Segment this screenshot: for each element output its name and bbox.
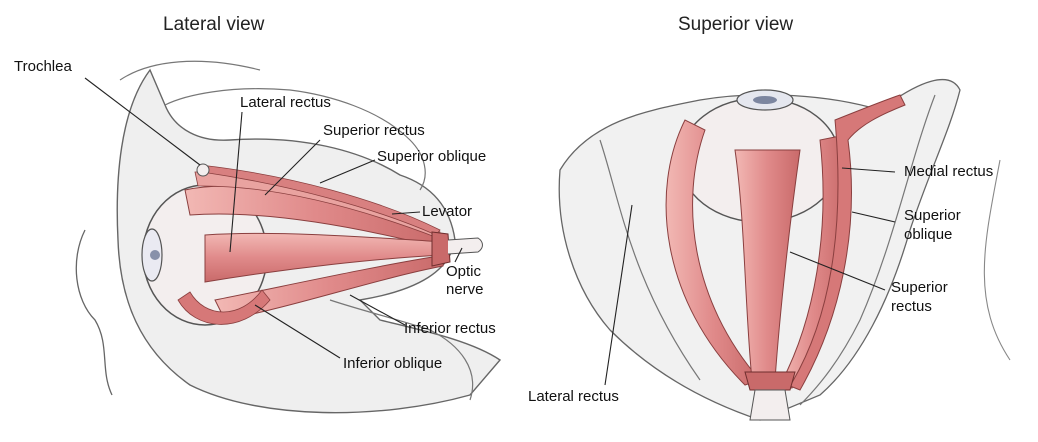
optic-nerve-lateral xyxy=(448,238,483,254)
label-optic-nerve-line2: nerve xyxy=(446,281,484,299)
label-superior-rectus-superior-line1: Superior xyxy=(891,279,948,297)
bone-right-edge xyxy=(984,160,1010,360)
label-optic-nerve-line1: Optic xyxy=(446,263,481,281)
superior-view-title: Superior view xyxy=(678,14,793,36)
skull-outline xyxy=(120,61,260,80)
label-inferior-rectus-lateral: Inferior rectus xyxy=(404,320,496,338)
pupil-lateral xyxy=(150,250,160,260)
annulus-superior xyxy=(745,372,795,390)
annulus-apex xyxy=(432,232,450,266)
label-superior-rectus-superior-line2: rectus xyxy=(891,298,932,316)
label-lateral-rectus-lateral: Lateral rectus xyxy=(240,94,331,112)
lateral-view-title: Lateral view xyxy=(163,14,264,36)
label-lateral-rectus-superior: Lateral rectus xyxy=(528,388,619,406)
superior-view-illustration xyxy=(559,80,1010,420)
label-levator: Levator xyxy=(422,203,472,221)
label-trochlea: Trochlea xyxy=(14,58,72,76)
label-superior-oblique-superior-line2: oblique xyxy=(904,226,952,244)
label-superior-oblique-lateral: Superior oblique xyxy=(377,148,486,166)
label-superior-oblique-superior-line1: Superior xyxy=(904,207,961,225)
label-medial-rectus-superior: Medial rectus xyxy=(904,163,993,181)
face-profile xyxy=(76,230,112,395)
label-superior-rectus-lateral: Superior rectus xyxy=(323,122,425,140)
label-inferior-oblique-lateral: Inferior oblique xyxy=(343,355,442,373)
optic-nerve-superior xyxy=(750,390,790,420)
trochlea-structure xyxy=(197,164,209,176)
pupil-superior xyxy=(753,96,777,104)
